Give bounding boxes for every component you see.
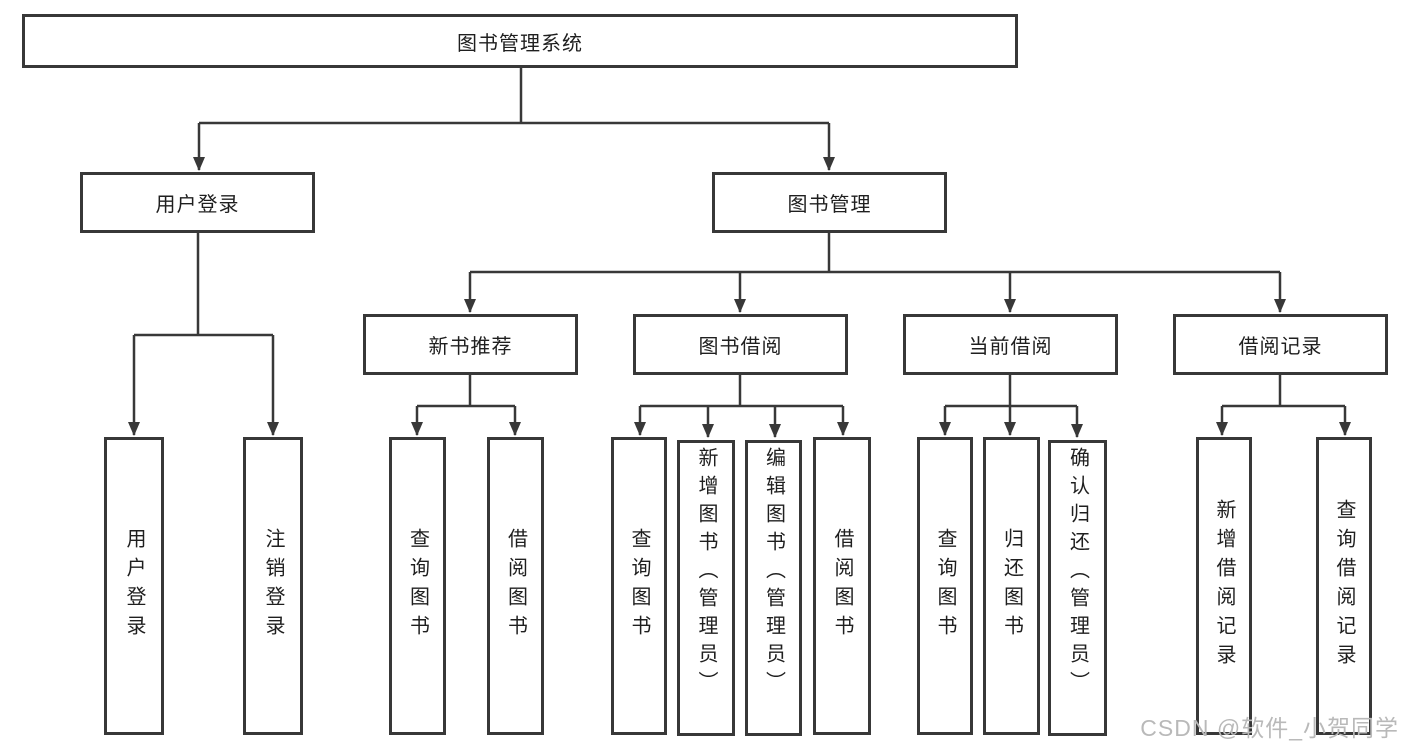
node-branch-book-mgmt-label: 图书管理 — [787, 194, 872, 216]
node-group-new-book-recommend-label: 新书推荐 — [428, 336, 513, 358]
node-leaf-add-borrow-record: 新增借阅记录 — [1196, 437, 1252, 735]
node-group-current-borrow: 当前借阅 — [903, 314, 1118, 375]
node-leaf-add-books-admin-label: 新增图书（管理员） — [695, 447, 717, 699]
node-leaf-return-books: 归还图书 — [983, 437, 1040, 735]
node-leaf-current-query-books-label: 查询图书 — [934, 528, 956, 644]
node-leaf-recommend-query-books: 查询图书 — [389, 437, 446, 735]
node-group-book-borrow-label: 图书借阅 — [698, 336, 783, 358]
node-leaf-recommend-query-books-label: 查询图书 — [406, 528, 429, 644]
node-branch-book-mgmt: 图书管理 — [712, 172, 947, 233]
node-leaf-user-login-label: 用户登录 — [123, 528, 145, 644]
node-leaf-recommend-borrow-books-label: 借阅图书 — [504, 528, 527, 644]
node-leaf-borrow-query-books-label: 查询图书 — [628, 528, 650, 644]
node-root-label: 图书管理系统 — [457, 32, 583, 55]
node-leaf-query-borrow-records-label: 查询借阅记录 — [1333, 499, 1355, 673]
node-group-current-borrow-label: 当前借阅 — [968, 336, 1053, 358]
node-leaf-return-books-label: 归还图书 — [1000, 528, 1023, 644]
node-leaf-current-query-books: 查询图书 — [917, 437, 973, 735]
csdn-watermark: CSDN @软件_小贺同学 — [1140, 715, 1399, 741]
node-leaf-add-books-admin: 新增图书（管理员） — [677, 440, 735, 736]
node-leaf-edit-books-admin: 编辑图书（管理员） — [745, 440, 802, 736]
node-group-borrow-records-label: 借阅记录 — [1238, 336, 1323, 358]
node-leaf-recommend-borrow-books: 借阅图书 — [487, 437, 544, 735]
node-leaf-confirm-return-admin-label: 确认归还（管理员） — [1066, 447, 1089, 699]
node-leaf-user-login: 用户登录 — [104, 437, 164, 735]
node-leaf-logout: 注销登录 — [243, 437, 303, 735]
node-leaf-confirm-return-admin: 确认归还（管理员） — [1048, 440, 1107, 736]
node-group-new-book-recommend: 新书推荐 — [363, 314, 578, 375]
node-leaf-logout-label: 注销登录 — [262, 528, 284, 644]
node-leaf-borrow-borrow-books-label: 借阅图书 — [831, 528, 853, 644]
node-leaf-borrow-query-books: 查询图书 — [611, 437, 667, 735]
node-group-book-borrow: 图书借阅 — [633, 314, 848, 375]
node-leaf-query-borrow-records: 查询借阅记录 — [1316, 437, 1372, 735]
node-branch-user-login: 用户登录 — [80, 172, 315, 233]
node-leaf-add-borrow-record-label: 新增借阅记录 — [1213, 499, 1235, 673]
node-leaf-edit-books-admin-label: 编辑图书（管理员） — [762, 447, 785, 699]
node-branch-user-login-label: 用户登录 — [155, 194, 240, 216]
node-leaf-borrow-borrow-books: 借阅图书 — [813, 437, 871, 735]
node-group-borrow-records: 借阅记录 — [1173, 314, 1388, 375]
node-root-system: 图书管理系统 — [22, 14, 1018, 68]
